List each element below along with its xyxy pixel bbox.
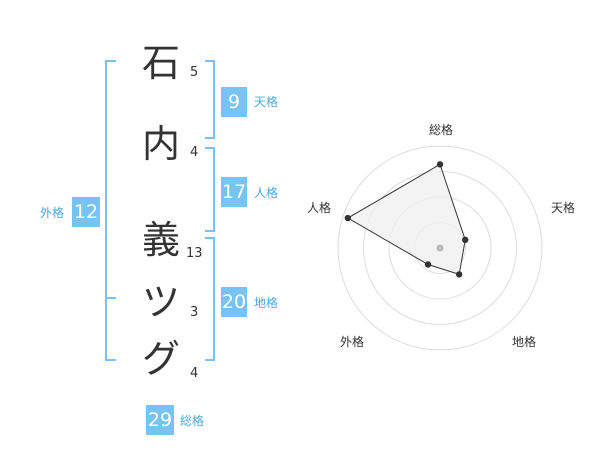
gaikaku-label: 外格 [40,206,65,220]
tenkaku-bracket [205,60,215,139]
radar-point [436,161,444,168]
name-char-1: 石 [141,41,180,85]
name-char-3: 義 [141,218,180,262]
jinkaku-label: 人格 [254,186,279,200]
radar-point [424,261,432,268]
radar-label-jinkaku: 人格 [306,201,331,215]
stroke-count-5: 4 [190,366,199,381]
stroke-count-4: 3 [190,305,199,320]
tenkaku-value-badge: 9 [221,87,247,117]
radar-point [344,214,352,222]
soukaku-value-badge: 29 [146,405,174,435]
jinkaku-value-badge: 17 [221,177,247,207]
tenkaku-label: 天格 [254,95,279,109]
chikaku-label: 地格 [254,296,279,310]
chikaku-bracket [205,237,215,361]
radar-area [346,163,466,276]
radar-grid-ring [337,145,543,351]
stroke-count-2: 4 [190,145,199,160]
radar-point [455,271,463,278]
stroke-count-1: 5 [190,65,199,80]
name-char-4: ツ [141,280,180,324]
chikaku-value-badge: 20 [221,287,247,317]
radar-label-chikaku: 地格 [511,335,536,349]
radar-label-tenkaku: 天格 [550,201,575,215]
soukaku-label: 総格 [180,414,205,428]
gaikaku-bracket [105,60,116,361]
name-char-2: 内 [141,122,180,166]
radar-label-gaikaku: 外格 [339,335,364,349]
jinkaku-bracket [205,147,215,232]
radar-points [344,161,469,278]
stroke-count-3: 13 [186,246,203,261]
radar-label-soukaku: 総格 [428,123,453,137]
name-char-5: グ [141,337,180,381]
radar-center-dot [436,244,444,252]
gaikaku-value-badge: 12 [72,197,100,227]
radar-point [462,236,469,244]
